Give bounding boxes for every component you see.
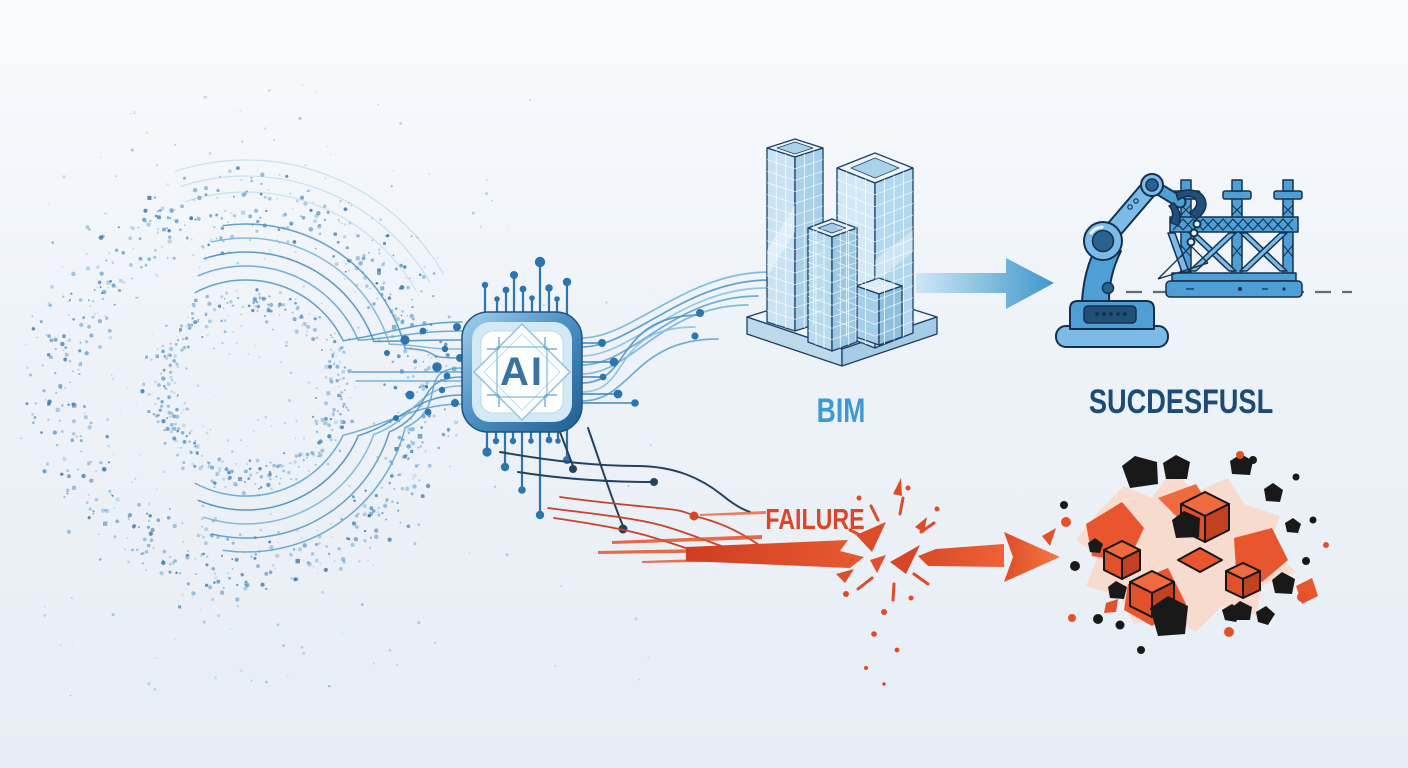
success-arrow-icon — [916, 258, 1054, 309]
failure-branch-traces — [499, 427, 775, 562]
shattered-arrow-icon — [598, 478, 1060, 686]
circuit-traces-right — [581, 271, 771, 407]
success-outcome-label: SUCDESFUSL — [1088, 382, 1274, 421]
bim-label: BIM — [816, 391, 866, 430]
debris-pile-icon — [1042, 451, 1329, 654]
construction-truss-icon — [1165, 179, 1303, 298]
failure-label: FAILURE — [765, 503, 865, 536]
chip-label: AI — [500, 349, 544, 394]
circuit-traces-left — [174, 159, 464, 553]
building-grid-lines — [766, 151, 914, 348]
ai-chip-icon — [461, 311, 583, 433]
robot-arm-icon — [1055, 173, 1209, 348]
